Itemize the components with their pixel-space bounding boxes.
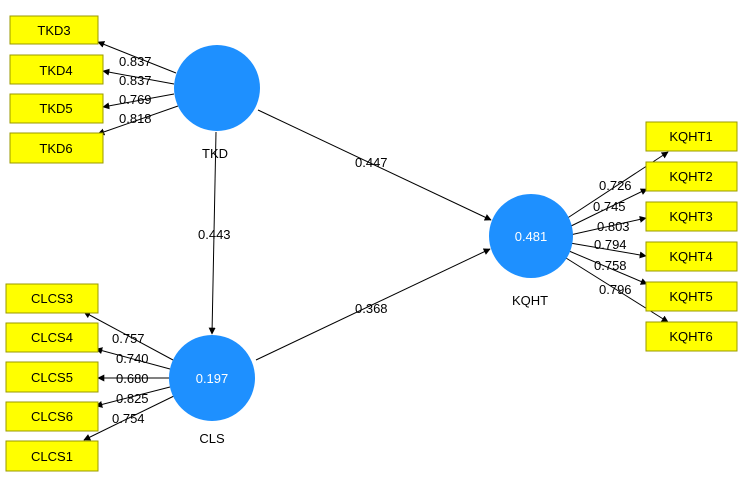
loading-label-kqht2: 0.745 (593, 199, 626, 214)
loading-label-kqht1: 0.726 (599, 178, 632, 193)
indicator-label: KQHT1 (669, 129, 712, 144)
edge-cls-clcs6 (95, 386, 171, 408)
edge-kqht-kqht4 (569, 242, 647, 259)
construct-cls[interactable]: 0.197 (169, 335, 255, 421)
indicator-clcs5[interactable]: CLCS5 (5, 361, 99, 393)
edge-tkd-tkd6 (97, 105, 179, 136)
indicator-label: CLCS3 (31, 291, 73, 306)
loading-label-tkd5: 0.769 (119, 92, 152, 107)
indicator-kqht1[interactable]: KQHT1 (645, 121, 738, 152)
edge-kqht-kqht3 (569, 215, 647, 236)
loading-label-clcs5: 0.680 (116, 371, 149, 386)
edge-tkd-tkd3 (97, 41, 177, 74)
construct-label-cls: CLS (199, 431, 225, 446)
edge-kqht-kqht2 (568, 188, 648, 228)
edge-kqht-kqht5 (568, 250, 648, 285)
loading-label-kqht5: 0.758 (594, 258, 627, 273)
path-label-tkd-cls: 0.443 (198, 227, 231, 242)
edge-tkd-tkd5 (102, 93, 175, 110)
indicator-label: CLCS1 (31, 449, 73, 464)
construct-kqht[interactable]: 0.481 (489, 194, 573, 278)
construct-label-tkd: TKD (202, 146, 228, 161)
cls-indicators: CLCS3 CLCS4 CLCS5 CLCS6 CLCS1 (5, 283, 99, 472)
indicator-label: KQHT6 (669, 329, 712, 344)
edge-cls-clcs3 (83, 311, 174, 361)
cls-loading-edges (83, 311, 175, 441)
edge-cls-clcs1 (83, 395, 175, 441)
indicator-tkd4[interactable]: TKD4 (9, 54, 104, 85)
loading-label-clcs4: 0.740 (116, 351, 149, 366)
loading-label-clcs1: 0.754 (112, 411, 145, 426)
indicator-clcs4[interactable]: CLCS4 (5, 322, 99, 353)
indicator-kqht3[interactable]: KQHT3 (645, 201, 738, 232)
indicator-tkd5[interactable]: TKD5 (9, 93, 104, 124)
indicator-kqht5[interactable]: KQHT5 (645, 281, 738, 312)
path-label-cls-kqht: 0.368 (355, 301, 388, 316)
indicator-label: TKD3 (37, 23, 70, 38)
tkd-indicators: TKD3 TKD4 TKD5 TKD6 (9, 15, 104, 164)
loading-label-clcs6: 0.825 (116, 391, 149, 406)
indicator-clcs3[interactable]: CLCS3 (5, 283, 99, 314)
loading-label-tkd4: 0.837 (119, 73, 152, 88)
indicator-label: TKD6 (39, 141, 72, 156)
construct-label-kqht: KQHT (512, 293, 548, 308)
indicator-label: TKD5 (39, 101, 72, 116)
path-label-tkd-kqht: 0.447 (355, 155, 388, 170)
path-cls-kqht (255, 248, 491, 361)
indicator-label: KQHT4 (669, 249, 712, 264)
construct-tkd[interactable] (174, 45, 260, 131)
indicator-label: CLCS4 (31, 330, 73, 345)
indicator-tkd3[interactable]: TKD3 (9, 15, 99, 45)
construct-r2: 0.481 (515, 229, 548, 244)
construct-r2: 0.197 (196, 371, 229, 386)
indicator-clcs6[interactable]: CLCS6 (5, 401, 99, 432)
indicator-kqht6[interactable]: KQHT6 (645, 321, 738, 352)
indicator-label: KQHT2 (669, 169, 712, 184)
indicator-clcs1[interactable]: CLCS1 (5, 440, 99, 472)
loading-label-kqht3: 0.803 (597, 219, 630, 234)
indicator-kqht4[interactable]: KQHT4 (645, 241, 738, 272)
kqht-indicators: KQHT1 KQHT2 KQHT3 KQHT4 KQHT5 KQHT6 (645, 121, 738, 352)
loading-label-kqht6: 0.796 (599, 282, 632, 297)
indicator-kqht2[interactable]: KQHT2 (645, 161, 738, 192)
loading-label-tkd3: 0.837 (119, 54, 152, 69)
loading-label-kqht4: 0.794 (594, 237, 627, 252)
path-tkd-cls (208, 131, 217, 335)
edge-cls-clcs4 (95, 347, 171, 370)
loading-label-clcs3: 0.757 (112, 331, 145, 346)
indicator-tkd6[interactable]: TKD6 (9, 132, 104, 164)
indicator-label: CLCS6 (31, 409, 73, 424)
indicator-label: KQHT3 (669, 209, 712, 224)
indicator-label: CLCS5 (31, 370, 73, 385)
edge-tkd-tkd4 (102, 68, 175, 85)
path-tkd-kqht (257, 109, 492, 221)
indicator-label: KQHT5 (669, 289, 712, 304)
loading-label-tkd6: 0.818 (119, 111, 152, 126)
tkd-loading-edges (97, 41, 179, 136)
indicator-label: TKD4 (39, 63, 72, 78)
